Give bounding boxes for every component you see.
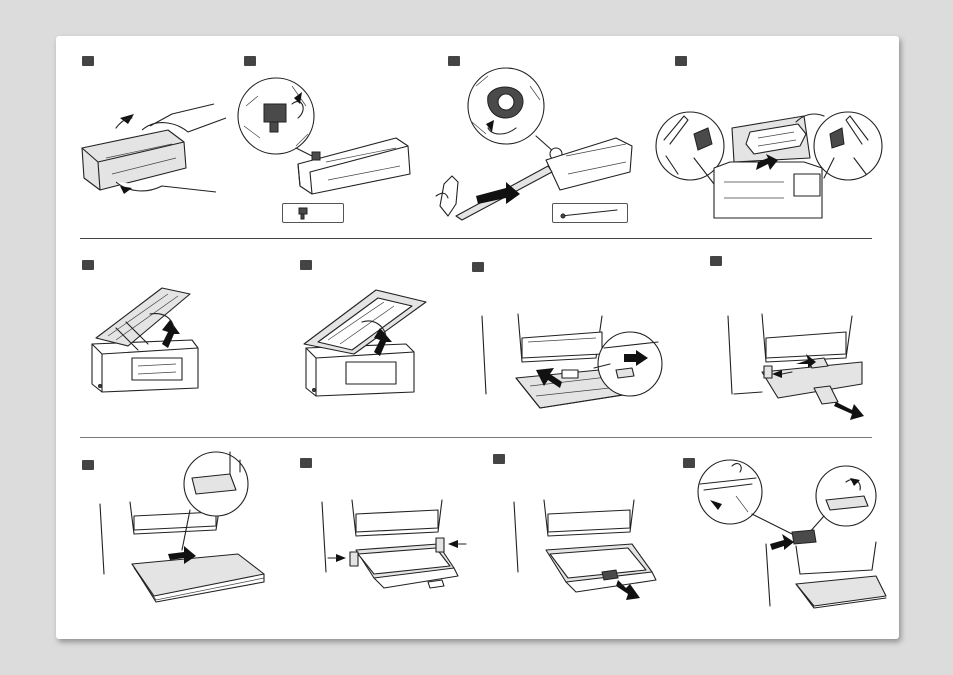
- step-marker-icon: [710, 256, 722, 266]
- step-marker-icon: [82, 56, 94, 66]
- step-marker-icon: [300, 458, 312, 468]
- step-marker-icon: [675, 56, 687, 66]
- tab-part-label-box: [282, 203, 344, 223]
- close-platform-illustration: [300, 288, 440, 418]
- open-output-tray-illustration: [696, 456, 886, 616]
- step-marker-icon: [244, 56, 256, 66]
- pull-tape-illustration: [436, 66, 636, 216]
- push-rear-guide-illustration: [510, 492, 660, 612]
- adjust-guides-illustration: [716, 314, 866, 426]
- step-marker-icon: [683, 458, 695, 468]
- remove-tab-illustration: [236, 76, 411, 196]
- open-tray-illustration: [466, 314, 666, 426]
- row-divider-1: [80, 238, 872, 239]
- row-divider-2: [80, 437, 872, 438]
- step-marker-icon: [448, 56, 460, 66]
- step-marker-icon: [300, 260, 312, 270]
- step-marker-icon: [82, 260, 94, 270]
- close-cover-illustration: [86, 284, 212, 414]
- step-marker-icon: [493, 454, 505, 464]
- tape-part-label-box: [552, 203, 628, 223]
- step-marker-icon: [472, 262, 484, 272]
- slide-guides-illustration: [318, 492, 468, 606]
- insert-cartridge-illustration: [654, 98, 886, 220]
- load-paper-illustration: [96, 454, 266, 614]
- step-marker-icon: [82, 460, 94, 470]
- shake-cartridge-illustration: [76, 96, 226, 196]
- instruction-sheet: [56, 36, 899, 639]
